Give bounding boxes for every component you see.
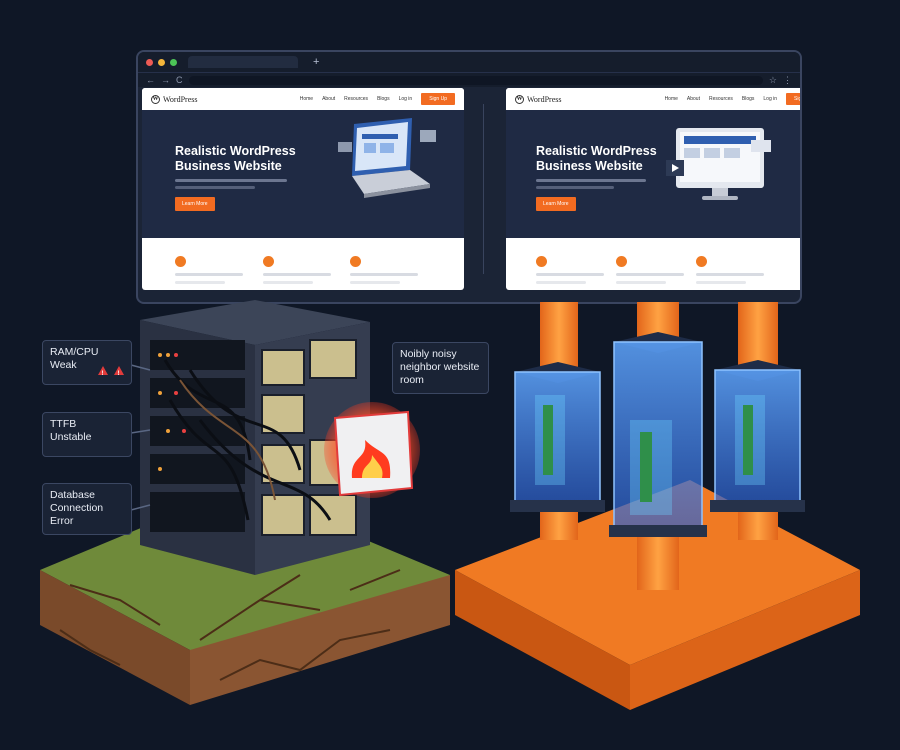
site-menu: Home About Resources Blogs Log in Sign U… <box>300 93 455 105</box>
cracked-ground-block <box>40 520 450 705</box>
signup-button[interactable]: Sign up <box>786 93 800 105</box>
callout-title: RAM/CPU <box>50 346 99 358</box>
wordpress-logo[interactable]: W WordPress <box>151 94 198 104</box>
menu-item-login[interactable]: Log in <box>398 96 413 102</box>
logo-text: WordPress <box>163 94 198 104</box>
feature-card <box>175 256 243 284</box>
maximize-window-dot[interactable] <box>170 58 177 66</box>
wordpress-feature-icon <box>536 256 547 267</box>
hero-section: Realistic WordPress Business Website Lea… <box>142 110 464 238</box>
wordpress-icon: W <box>151 94 160 104</box>
database-feature-icon <box>350 256 361 267</box>
database-error-callout: Database Connection Error <box>42 483 132 535</box>
menu-item-blogs[interactable]: Blogs <box>741 96 755 102</box>
menu-item-about[interactable]: About <box>686 96 700 102</box>
callout-title: TTFB <box>50 418 77 430</box>
callout-line: Error <box>50 515 74 527</box>
back-arrow-icon[interactable]: ← <box>146 75 155 85</box>
address-bar-row: ← → C ☆ ⋮ <box>138 72 800 87</box>
isolated-container <box>710 360 805 512</box>
callout-connectors <box>130 364 151 511</box>
learn-more-button[interactable]: Learn More <box>536 197 576 211</box>
split-divider <box>483 104 484 274</box>
hero-title: Realistic WordPress Business Website <box>175 144 296 173</box>
feature-card <box>696 256 764 284</box>
feature-card <box>263 256 331 284</box>
laptop-illustration <box>338 118 436 198</box>
hero-title: Realistic WordPress Business Website <box>536 144 657 173</box>
gear-feature-icon <box>616 256 627 267</box>
feature-card <box>616 256 684 284</box>
logo-text: WordPress <box>527 94 562 104</box>
bookmark-star-icon[interactable]: ☆ <box>768 74 777 85</box>
forward-arrow-icon[interactable]: → <box>161 75 170 85</box>
feature-card <box>350 256 418 284</box>
hero-section: Realistic WordPress Business Website Lea… <box>506 110 800 238</box>
menu-item-blogs[interactable]: Blogs <box>377 96 390 102</box>
callout-line: Database <box>50 489 95 501</box>
hero-subtitle-placeholder <box>175 186 255 189</box>
menu-item-home[interactable]: Home <box>664 96 678 102</box>
browser-tab[interactable] <box>188 56 298 68</box>
menu-item-about[interactable]: About <box>322 96 336 102</box>
browser-window: + ← → C ☆ ⋮ W WordPress Home About Resou… <box>136 50 802 304</box>
menu-item-home[interactable]: Home <box>299 96 314 102</box>
menu-item-login[interactable]: Log in <box>763 96 778 102</box>
close-window-dot[interactable] <box>146 58 153 66</box>
ttfb-callout: TTFB Unstable <box>42 412 132 457</box>
menu-item-resources[interactable]: Resources <box>708 96 733 102</box>
ram-cpu-callout: RAM/CPU Weak ! ! <box>42 340 132 385</box>
isolated-container <box>609 332 707 537</box>
browser-menu-icon[interactable]: ⋮ <box>783 74 792 85</box>
new-tab-icon[interactable]: + <box>313 56 320 68</box>
menu-item-resources[interactable]: Resources <box>344 96 369 102</box>
site-nav: W WordPress Home About Resources Blogs L… <box>142 88 464 110</box>
hero-subtitle-placeholder <box>175 179 287 182</box>
warning-icon: ! <box>114 366 124 377</box>
warning-icon: ! <box>98 366 108 377</box>
database-feature-icon <box>696 256 707 267</box>
reload-icon[interactable]: C <box>176 75 183 85</box>
noisy-neighbor-callout: Noibly noisy neighbor website room <box>392 342 489 394</box>
browser-tab-bar: + <box>138 52 800 72</box>
site-menu: Home About Resources Blogs Log in Sign u… <box>664 93 800 105</box>
callout-line: Connection <box>50 502 104 514</box>
hero-subtitle-placeholder <box>536 186 614 189</box>
site-nav: W WordPress Home About Resources Blogs L… <box>506 88 800 110</box>
url-input[interactable] <box>188 75 763 85</box>
callout-status: Unstable <box>50 431 92 443</box>
feature-card <box>536 256 604 284</box>
wordpress-logo[interactable]: W WordPress <box>515 94 562 104</box>
minimize-window-dot[interactable] <box>158 58 165 66</box>
gear-feature-icon <box>263 256 274 267</box>
website-preview-right: W WordPress Home About Resources Blogs L… <box>506 88 800 290</box>
hero-subtitle-placeholder <box>536 179 646 182</box>
wordpress-icon: W <box>515 94 524 104</box>
learn-more-button[interactable]: Learn More <box>175 197 215 211</box>
isolated-container <box>510 362 605 512</box>
callout-line: Noibly noisy <box>400 348 457 360</box>
website-preview-left: W WordPress Home About Resources Blogs L… <box>142 88 464 290</box>
burning-site-window <box>324 402 420 498</box>
callout-line: neighbor website <box>400 361 480 373</box>
wordpress-feature-icon <box>175 256 186 267</box>
signup-button[interactable]: Sign Up <box>421 93 455 105</box>
monitor-illustration <box>666 128 771 200</box>
callout-line: room <box>400 374 424 386</box>
callout-status: Weak <box>50 359 77 371</box>
